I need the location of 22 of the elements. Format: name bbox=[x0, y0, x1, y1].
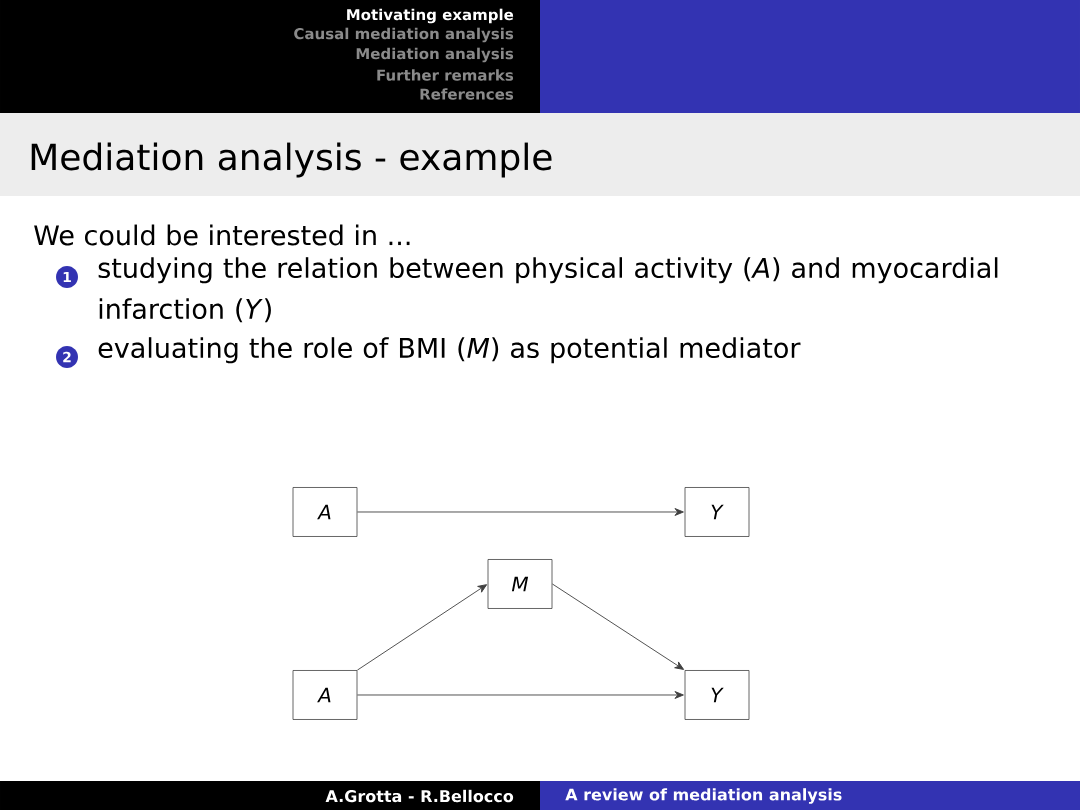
nav-item: References bbox=[420, 88, 514, 100]
nav-item: Mediation analysis bbox=[356, 47, 514, 63]
variable-box: Y bbox=[684, 670, 750, 720]
arrow bbox=[356, 584, 488, 671]
nav-item: Motivating example bbox=[347, 8, 514, 24]
nav-item: Causal mediation analysis bbox=[294, 27, 514, 43]
variable-box: A bbox=[292, 487, 358, 537]
slide-title: Mediation analysis - example bbox=[31, 142, 552, 178]
numbered-bullet: 1 bbox=[56, 266, 78, 288]
footer-text: A review of mediation analysis bbox=[565, 788, 842, 804]
variable-box: Y bbox=[684, 487, 750, 537]
arrow bbox=[356, 508, 684, 516]
arrow bbox=[551, 583, 685, 670]
intro-text: We could be interested in ... bbox=[34, 224, 410, 246]
arrow bbox=[356, 691, 684, 699]
variable-box: M bbox=[487, 559, 553, 609]
footer-text: A.Grotta - R.Bellocco bbox=[325, 789, 514, 803]
list-item: evaluating the role of BMI (M) as potential mediator bbox=[98, 337, 801, 364]
nav-item: Further remarks bbox=[377, 69, 514, 81]
numbered-bullet: 2 bbox=[56, 346, 78, 368]
list-item: studying the relation between physical activity (A) and myocardial infarction (Y) bbox=[98, 257, 998, 323]
variable-box: A bbox=[292, 670, 358, 720]
